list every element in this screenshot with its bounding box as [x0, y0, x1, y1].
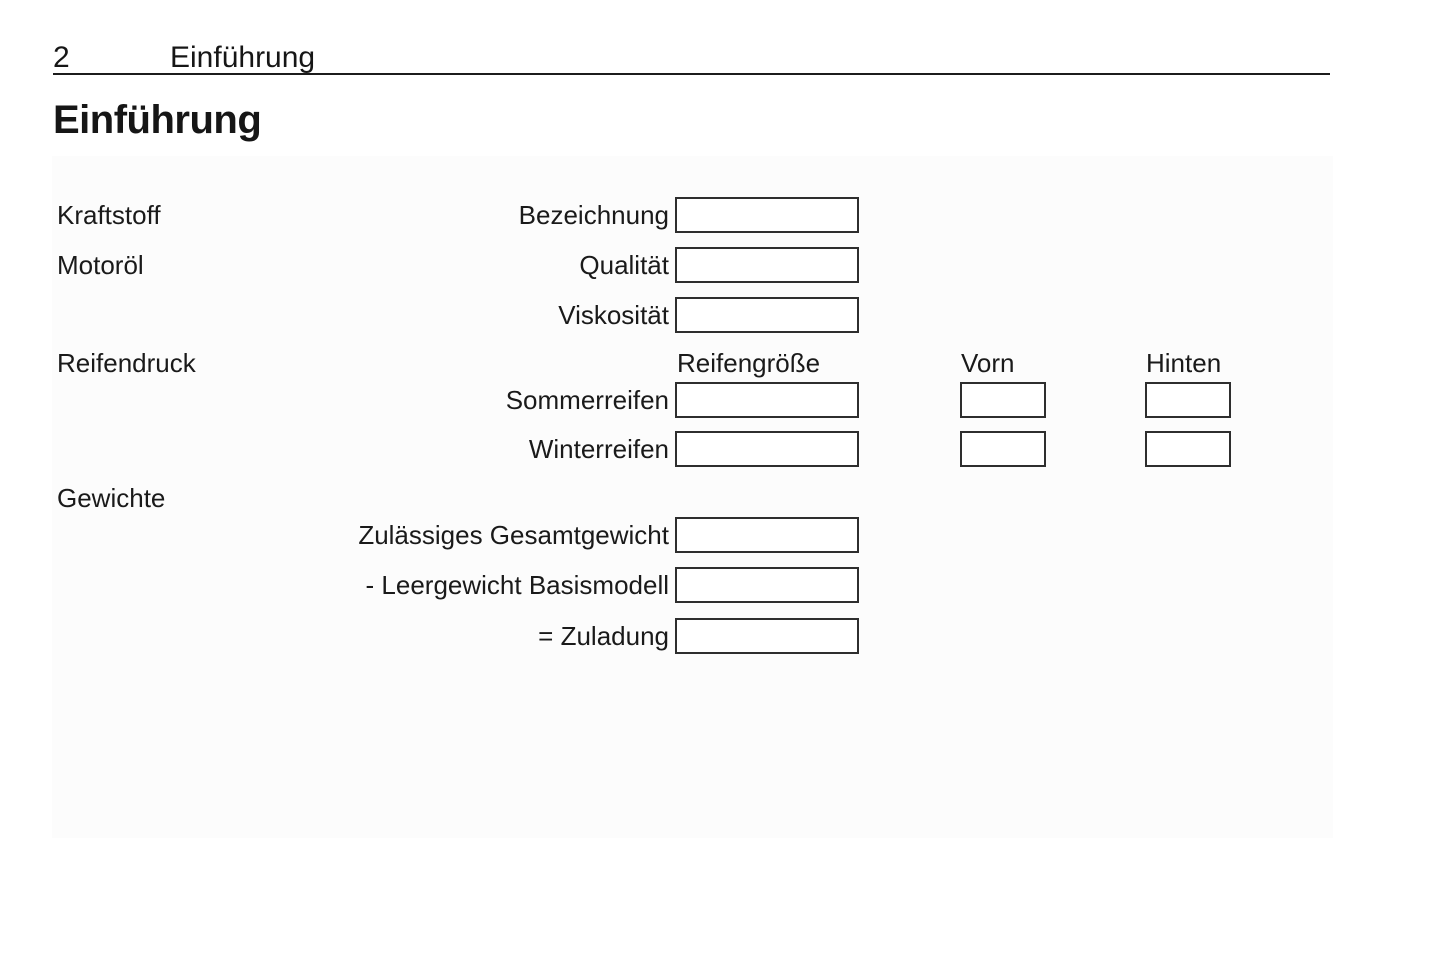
page-number: 2: [53, 41, 70, 74]
field-label-bezeichnung: Bezeichnung: [518, 200, 669, 230]
column-header-hinten: Hinten: [1146, 348, 1222, 378]
column-header-vorn: Vorn: [961, 348, 1015, 378]
column-header-reifengroesse: Reifengröße: [677, 348, 821, 378]
viskositaet-input[interactable]: [675, 297, 859, 333]
winterreifen-hinten-input[interactable]: [1145, 431, 1231, 467]
field-label-leergewicht: - Leergewicht Basismodell: [365, 570, 669, 600]
category-label-gewichte: Gewichte: [57, 483, 166, 513]
category-label-reifendruck: Reifendruck: [57, 348, 196, 378]
winterreifen-groesse-input[interactable]: [675, 431, 859, 467]
header-rule: [53, 73, 1330, 75]
sommerreifen-groesse-input[interactable]: [675, 382, 859, 418]
running-chapter-title: Einführung: [170, 41, 316, 74]
winterreifen-vorn-input[interactable]: [960, 431, 1046, 467]
field-label-winterreifen: Winterreifen: [528, 434, 669, 464]
category-label-motoroel: Motoröl: [57, 250, 144, 280]
field-label-zuladung: = Zuladung: [538, 621, 669, 651]
category-label-kraftstoff: Kraftstoff: [57, 200, 161, 230]
field-label-qualitaet: Qualität: [579, 250, 669, 280]
field-label-sommerreifen: Sommerreifen: [505, 385, 669, 415]
gesamtgewicht-input[interactable]: [675, 517, 859, 553]
page-title: Einführung: [53, 98, 262, 142]
field-label-gesamtgewicht: Zulässiges Gesamtgewicht: [358, 520, 669, 550]
bezeichnung-input[interactable]: [675, 197, 859, 233]
sommerreifen-vorn-input[interactable]: [960, 382, 1046, 418]
leergewicht-input[interactable]: [675, 567, 859, 603]
qualitaet-input[interactable]: [675, 247, 859, 283]
zuladung-input[interactable]: [675, 618, 859, 654]
sommerreifen-hinten-input[interactable]: [1145, 382, 1231, 418]
field-label-viskositaet: Viskosität: [558, 300, 669, 330]
